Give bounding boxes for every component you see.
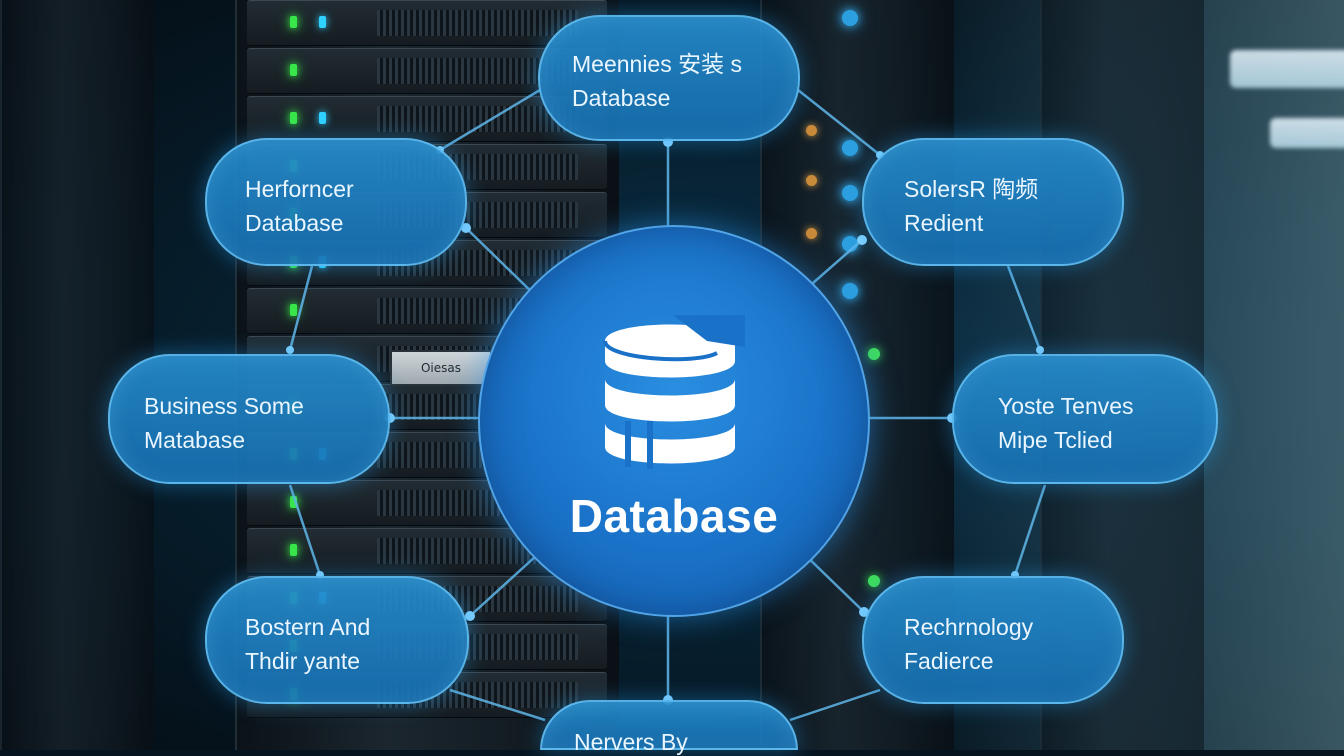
ceiling-light: [1270, 118, 1344, 148]
connector: [288, 484, 322, 576]
node-label: Matabase: [144, 427, 246, 453]
connector-node: [465, 611, 475, 621]
node-label: Bostern And: [245, 614, 371, 640]
node-label: Herforncer: [245, 176, 354, 202]
rack-label: Oiesas: [390, 350, 492, 386]
node-label: Mipe Tclied: [998, 427, 1113, 453]
hub-title: Database: [569, 490, 779, 542]
status-led: [842, 283, 858, 299]
status-led: [806, 228, 817, 239]
node-label: Redient: [904, 210, 984, 236]
node-upper-left: Herforncer Database: [205, 138, 467, 266]
ceiling-light: [1230, 50, 1344, 88]
node-mid-left: Business Some Matabase: [108, 354, 390, 484]
status-led: [842, 185, 858, 201]
node-top: Meennies 安装 s Database: [538, 15, 800, 141]
node-label: Rechrnology: [904, 614, 1034, 640]
node-label: Nervers By: [574, 729, 688, 755]
status-led: [842, 10, 858, 26]
connector-node: [1036, 346, 1044, 354]
rack-unit: [247, 0, 607, 46]
status-led: [868, 348, 880, 360]
connector: [1013, 484, 1047, 576]
node-label: Fadierce: [904, 648, 994, 674]
connector: [789, 688, 881, 722]
node-label: Meennies 安装 s: [572, 51, 743, 77]
connector: [449, 688, 546, 722]
connector: [288, 265, 314, 351]
node-label: Thdir yante: [245, 648, 361, 674]
node-label: Yoste Tenves: [998, 393, 1134, 419]
connector-node: [857, 235, 867, 245]
status-led: [806, 125, 817, 136]
node-bottom: Nervers By: [540, 700, 798, 755]
connector: [1006, 265, 1042, 351]
connector: [804, 239, 863, 291]
node-lower-right: Rechrnology Fadierce: [862, 576, 1124, 704]
connector: [465, 227, 541, 301]
node-mid-right: Yoste Tenves Mipe Tclied: [952, 354, 1218, 484]
node-label: Database: [245, 210, 344, 236]
status-led: [806, 175, 817, 186]
connector-node: [286, 346, 294, 354]
status-led: [868, 575, 880, 587]
node-lower-left: Bostern And Thdir yante: [205, 576, 469, 704]
connector-node: [461, 223, 471, 233]
connector: [797, 89, 881, 156]
database-hub: Database: [478, 225, 870, 617]
node-label: SolersR 陶频: [904, 176, 1039, 202]
node-label: Business Some: [144, 393, 304, 419]
status-led: [842, 140, 858, 156]
connector: [439, 88, 541, 152]
node-label: Database: [572, 85, 671, 111]
node-upper-right: SolersR 陶频 Redient: [862, 138, 1124, 266]
database-icon: [603, 315, 745, 469]
